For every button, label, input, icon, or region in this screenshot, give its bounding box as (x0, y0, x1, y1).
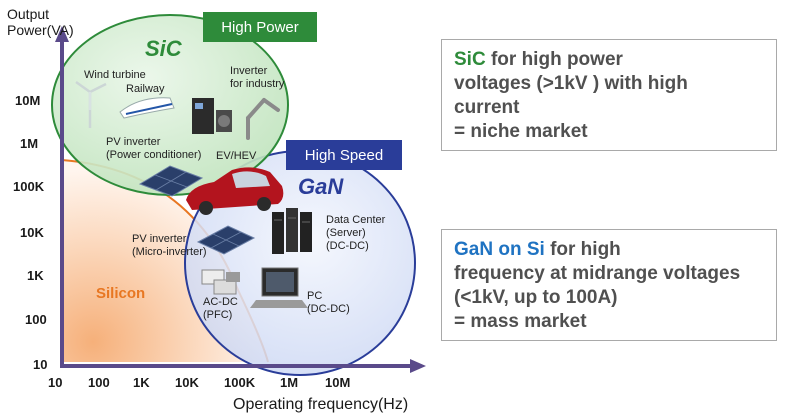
high-speed-badge: High Speed (286, 140, 402, 170)
y-axis-title-line1: Output (7, 6, 50, 22)
sic-callout-box: SiC for high power voltages (>1kV ) with… (441, 39, 777, 151)
pv-inverter-pc-label-line1: PV inverter (106, 136, 161, 148)
ac-dc-label-line1: AC-DC (203, 296, 238, 308)
x-axis-arrow-icon (410, 359, 426, 373)
sic-callout-line2: voltages (>1kV ) with high (454, 73, 688, 94)
pc-label: PC (DC-DC) (307, 290, 350, 316)
gan-callout-keyword: GaN on Si (454, 239, 545, 260)
x-tick-10: 10 (48, 375, 63, 390)
pv-inverter-micro-label: PV inverter (Micro-inverter) (132, 233, 207, 259)
wind-turbine-label: Wind turbine (84, 69, 146, 81)
industrial-inverter-icon (192, 98, 232, 134)
x-tick-1M: 1M (280, 375, 299, 390)
pv-panel-icon (138, 165, 204, 197)
inverter-industry-label: Inverter for industry (230, 65, 284, 91)
gan-callout-line2: frequency at midrange voltages (454, 263, 741, 284)
pv-micro-panel-icon (196, 225, 256, 255)
inverter-industry-label-line2: for industry (230, 78, 285, 90)
pc-label-line1: PC (307, 290, 323, 302)
y-tick-10K: 10K (20, 225, 44, 240)
y-tick-1M: 1M (20, 136, 39, 151)
sic-callout-keyword: SiC (454, 49, 486, 70)
ev-hev-label: EV/HEV (216, 150, 257, 162)
ev-car-icon (186, 167, 284, 215)
gan-callout-box: GaN on Si for high frequency at midrange… (441, 229, 777, 341)
y-tick-10M: 10M (15, 93, 41, 108)
ac-dc-module-icon (201, 269, 240, 295)
x-tick-100K: 100K (224, 375, 256, 390)
x-axis-title: Operating frequency(Hz) (233, 396, 409, 413)
wind-turbine-icon (75, 80, 107, 128)
y-tick-100: 100 (25, 312, 47, 327)
pv-inverter-micro-label-line1: PV inverter (132, 233, 187, 245)
sic-callout-line3: current (454, 97, 520, 118)
gan-callout-line1: GaN on Si for high (454, 238, 764, 262)
x-tick-10M: 10M (325, 375, 351, 390)
data-center-label: Data Center (Server) (DC-DC) (326, 214, 385, 253)
gan-callout-line3: (<1kV, up to 100A) (454, 287, 618, 308)
x-tick-100: 100 (88, 375, 110, 390)
x-tick-10K: 10K (175, 375, 199, 390)
ac-dc-label: AC-DC (PFC) (203, 296, 238, 322)
data-center-server-icon (272, 208, 312, 254)
data-center-label-line1: Data Center (326, 214, 386, 226)
data-center-label-line2: (Server) (326, 227, 366, 239)
high-power-badge: High Power (203, 12, 317, 42)
y-axis-title-line2: Power(VA) (7, 22, 74, 38)
gan-region-label: GaN (298, 174, 344, 199)
y-tick-1K: 1K (27, 268, 44, 283)
y-axis-arrow-icon (55, 26, 69, 42)
pv-inverter-pc-label-line2: (Power conditioner) (106, 149, 202, 161)
sic-callout-line4: = niche market (454, 121, 588, 142)
sic-region-label: SiC (145, 36, 182, 61)
railway-label: Railway (126, 83, 165, 95)
data-center-label-line3: (DC-DC) (326, 240, 369, 252)
pv-inverter-micro-label-line2: (Micro-inverter) (132, 246, 207, 258)
inverter-industry-label-line1: Inverter (230, 65, 268, 77)
y-axis-title: Output Power(VA) (7, 6, 74, 38)
silicon-region-label: Silicon (96, 285, 146, 302)
y-tick-100K: 100K (13, 179, 45, 194)
ac-dc-label-line2: (PFC) (203, 309, 233, 321)
pc-label-line2: (DC-DC) (307, 303, 350, 315)
gan-callout-line4: = mass market (454, 311, 587, 332)
sic-callout-line1: SiC for high power (454, 48, 764, 72)
x-tick-1K: 1K (133, 375, 150, 390)
gan-callout-line1-rest: for high (544, 239, 621, 260)
pc-laptop-icon (250, 267, 308, 308)
robot-arm-icon (246, 98, 280, 140)
sic-callout-line1-rest: for high power (485, 49, 623, 70)
y-tick-10: 10 (33, 357, 48, 372)
railway-icon (119, 97, 175, 119)
pv-inverter-pc-label: PV inverter (Power conditioner) (106, 136, 201, 162)
